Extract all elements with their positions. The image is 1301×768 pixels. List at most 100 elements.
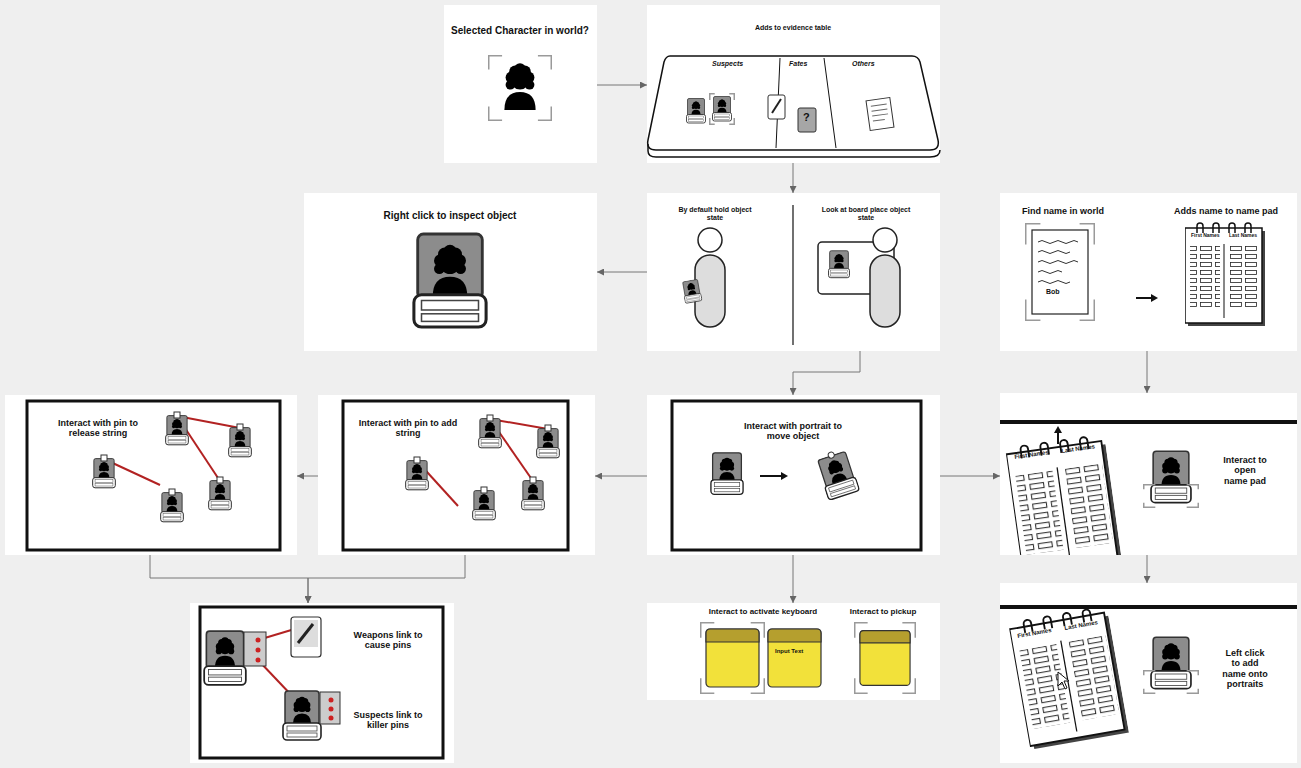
hold-and-place-figures: [829, 251, 850, 278]
panels: [647, 5, 940, 163]
open-name-pad: [1054, 426, 1062, 433]
panel-title: Suspects link to killer pins: [351, 710, 426, 731]
flow-arrow: [1147, 351, 1148, 393]
hold-and-place-figures: [870, 255, 900, 327]
link-pins: [291, 617, 321, 657]
panel-frames: [27, 401, 1297, 758]
panels: [1000, 193, 1297, 351]
move-portrait: [815, 447, 860, 500]
add-name-pad: [1008, 606, 1129, 750]
add-string-board: [545, 425, 551, 431]
panel: Selected Character in world?: [444, 5, 597, 163]
link-pins: [256, 638, 261, 643]
illustration-label: Suspects: [712, 60, 743, 68]
find-name-illustration: [1038, 241, 1078, 244]
add-name-pad: [1151, 637, 1191, 688]
add-string-board: [479, 419, 502, 448]
illustration-label: Bob: [1046, 288, 1060, 296]
panel-title: Left click to add name onto portraits: [1221, 648, 1269, 689]
sticky-notes: [860, 631, 910, 686]
flow-arrow: [793, 163, 794, 193]
evidence-table: [824, 58, 836, 148]
find-name-illustration: [1038, 271, 1062, 274]
hold-and-place-figures: [682, 279, 702, 303]
find-name-illustration: [1025, 223, 1095, 321]
release-string-board: [166, 416, 189, 445]
panel-frames: [200, 607, 443, 758]
find-name-illustration: [1032, 230, 1088, 314]
illustration-label: Last Names: [1229, 233, 1257, 239]
panels: [444, 5, 597, 163]
panels: [190, 603, 454, 763]
link-pins: [204, 631, 246, 685]
flow-arrow: [597, 85, 647, 86]
link-pins: [256, 648, 261, 653]
panel: Weapons link to cause pinsSuspects link …: [190, 603, 454, 763]
add-string-board: [406, 461, 429, 490]
illustration-label: Last Names: [1064, 619, 1098, 631]
release-string-board: [93, 459, 116, 488]
panel: Right click to inspect object: [304, 193, 597, 351]
panel-title: Adds name to name pad: [1161, 206, 1291, 216]
find-name-illustration: [1038, 251, 1070, 254]
add-string-board: [537, 429, 560, 458]
flow-arrow: [597, 272, 647, 273]
link-pins: [329, 707, 334, 712]
link-pins: [283, 691, 321, 740]
add-string-board: [414, 457, 420, 463]
link-pins: [298, 624, 313, 643]
flow-arrow: [793, 555, 794, 603]
hold-and-place-figures: [682, 205, 900, 345]
illustration-label: Last Names: [1061, 443, 1095, 454]
release-string-board: [101, 455, 107, 461]
evidence-table: [768, 95, 785, 119]
panel: Interact with pin to add string: [318, 395, 595, 555]
sticky-notes: [706, 629, 759, 687]
move-portrait: [816, 451, 859, 500]
add-name-pad: [1143, 670, 1199, 694]
open-name-pad: [1151, 451, 1191, 502]
sticky-notes: [700, 622, 916, 694]
evidence-table: [648, 56, 939, 150]
inspect-portrait: [414, 234, 486, 327]
flow-arrow: [595, 476, 647, 477]
panels: [1000, 583, 1297, 763]
flow-arrow: [150, 555, 308, 603]
release-string-board: [229, 428, 252, 457]
panels: [5, 5, 1297, 763]
panel-frames: [27, 401, 280, 550]
add-string-board: [406, 415, 560, 520]
find-name-illustration: [1025, 223, 1265, 326]
move-portrait: [760, 475, 782, 477]
find-name-illustration: [1136, 297, 1152, 299]
link-pins: [204, 617, 340, 740]
panel-title: Interact with pin to release string: [48, 418, 148, 439]
release-string-board: [161, 493, 184, 522]
open-name-pad: [1057, 432, 1059, 444]
add-name-pad: [1058, 672, 1069, 689]
panel: By default hold object stateLook at boar…: [647, 193, 940, 351]
illustration-label: Input Text: [775, 648, 803, 655]
panel: Find name in worldAdds name to name pad: [1000, 193, 1297, 351]
selected-character: [488, 55, 552, 121]
flow-arrow: [308, 555, 465, 603]
add-string-board: [522, 481, 545, 510]
panel-title: Interact to activate keyboard: [693, 607, 833, 616]
panel-title: Interact with pin to add string: [352, 418, 464, 439]
add-name-pad: [1008, 606, 1129, 750]
evidence-table: [871, 104, 889, 121]
illustration-label: First Names: [1014, 449, 1049, 460]
panel-title: Selected Character in world?: [448, 25, 593, 37]
panel-title: By default hold object state: [675, 206, 755, 222]
illustration-label: ?: [803, 111, 810, 123]
panel-title: Adds to evidence table: [718, 24, 868, 32]
illustration-label: First Names: [1191, 233, 1220, 239]
evidence-table: [648, 144, 940, 157]
panel-frames: [343, 401, 568, 550]
panel-title: Right click to inspect object: [350, 210, 550, 222]
add-name-pad: [1008, 606, 1199, 750]
panel: Interact with portrait to move object: [647, 395, 940, 555]
release-string-board: [174, 412, 180, 418]
open-name-pad: [1005, 426, 1199, 555]
